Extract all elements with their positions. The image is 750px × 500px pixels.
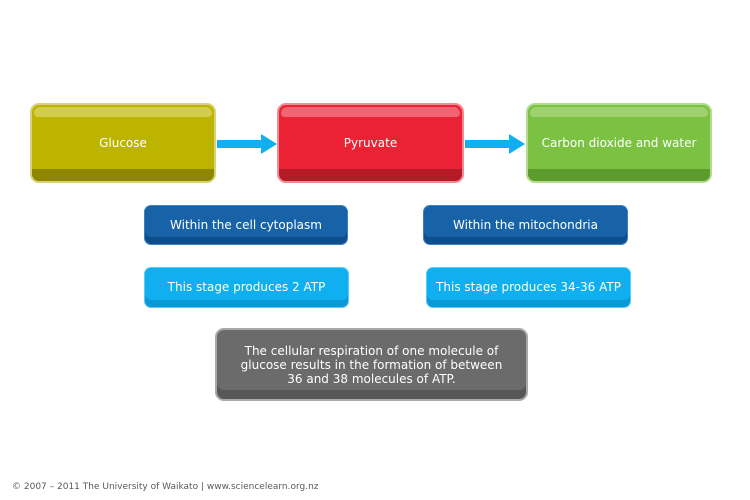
- products-box-highlight: [530, 107, 708, 117]
- glucose-label: Glucose: [99, 135, 147, 150]
- pyruvate-box-shadow: [279, 169, 462, 181]
- atp-stage2-label: This stage produces 34-36 ATP: [436, 280, 621, 294]
- atp-stage2-box: This stage produces 34-36 ATP: [426, 267, 631, 308]
- pyruvate-label: Pyruvate: [343, 135, 398, 150]
- summary-text: The cellular respiration of one molecule…: [240, 343, 503, 386]
- location-mitochondria-label: Within the mitochondria: [453, 217, 598, 232]
- products-label: Carbon dioxide and water: [541, 135, 697, 150]
- glucose-box-highlight: [34, 107, 212, 117]
- summary-box: The cellular respiration of one molecule…: [215, 328, 528, 401]
- atp-stage1-box: This stage produces 2 ATP: [144, 267, 349, 308]
- location-cytoplasm-box: Within the cell cytoplasm: [144, 205, 348, 245]
- atp-stage1-label: This stage produces 2 ATP: [167, 280, 326, 294]
- location-cytoplasm-label: Within the cell cytoplasm: [170, 217, 322, 232]
- products-box: Carbon dioxide and water: [526, 103, 712, 183]
- glucose-box-shadow: [32, 169, 214, 181]
- glucose-box: Glucose: [30, 103, 216, 183]
- location-mitochondria-box: Within the mitochondria: [423, 205, 628, 245]
- copyright-footer: © 2007 – 2011 The University of Waikato …: [12, 482, 319, 492]
- products-box-shadow: [528, 169, 710, 181]
- arrow-right-icon: [217, 134, 277, 154]
- pyruvate-box: Pyruvate: [277, 103, 464, 183]
- pyruvate-box-highlight: [281, 107, 460, 117]
- arrow-right-icon: [465, 134, 525, 154]
